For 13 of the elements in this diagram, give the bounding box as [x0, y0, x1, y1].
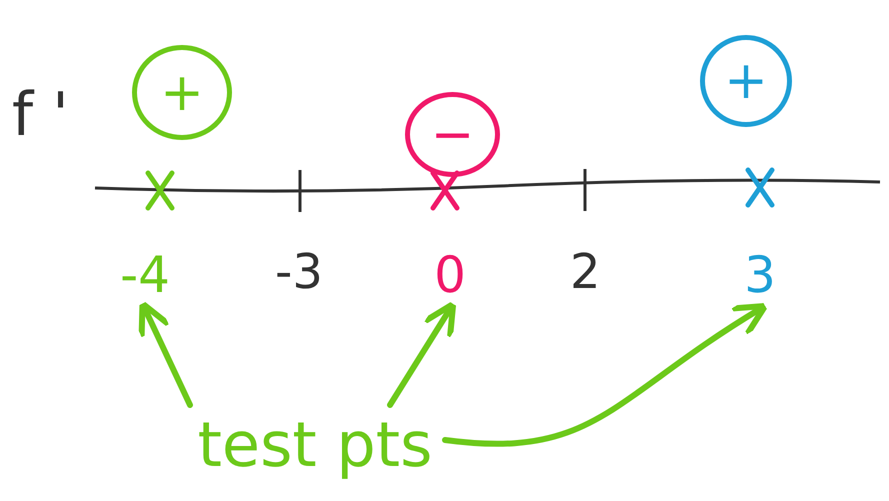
tick-label: -3: [275, 248, 323, 296]
tick-label: 0: [425, 245, 475, 305]
function-label: f ': [12, 85, 69, 145]
sign-circle: −: [405, 92, 500, 177]
sign-circle: +: [700, 35, 792, 127]
arrow: [138, 300, 193, 408]
tick-label: -4: [95, 245, 195, 305]
tick-label: 2: [570, 248, 601, 296]
sign-circle: +: [132, 45, 232, 140]
test-points-label: test pts: [185, 405, 445, 485]
tick-label: 3: [735, 245, 785, 305]
arrow: [387, 300, 456, 408]
arrow: [442, 302, 768, 446]
